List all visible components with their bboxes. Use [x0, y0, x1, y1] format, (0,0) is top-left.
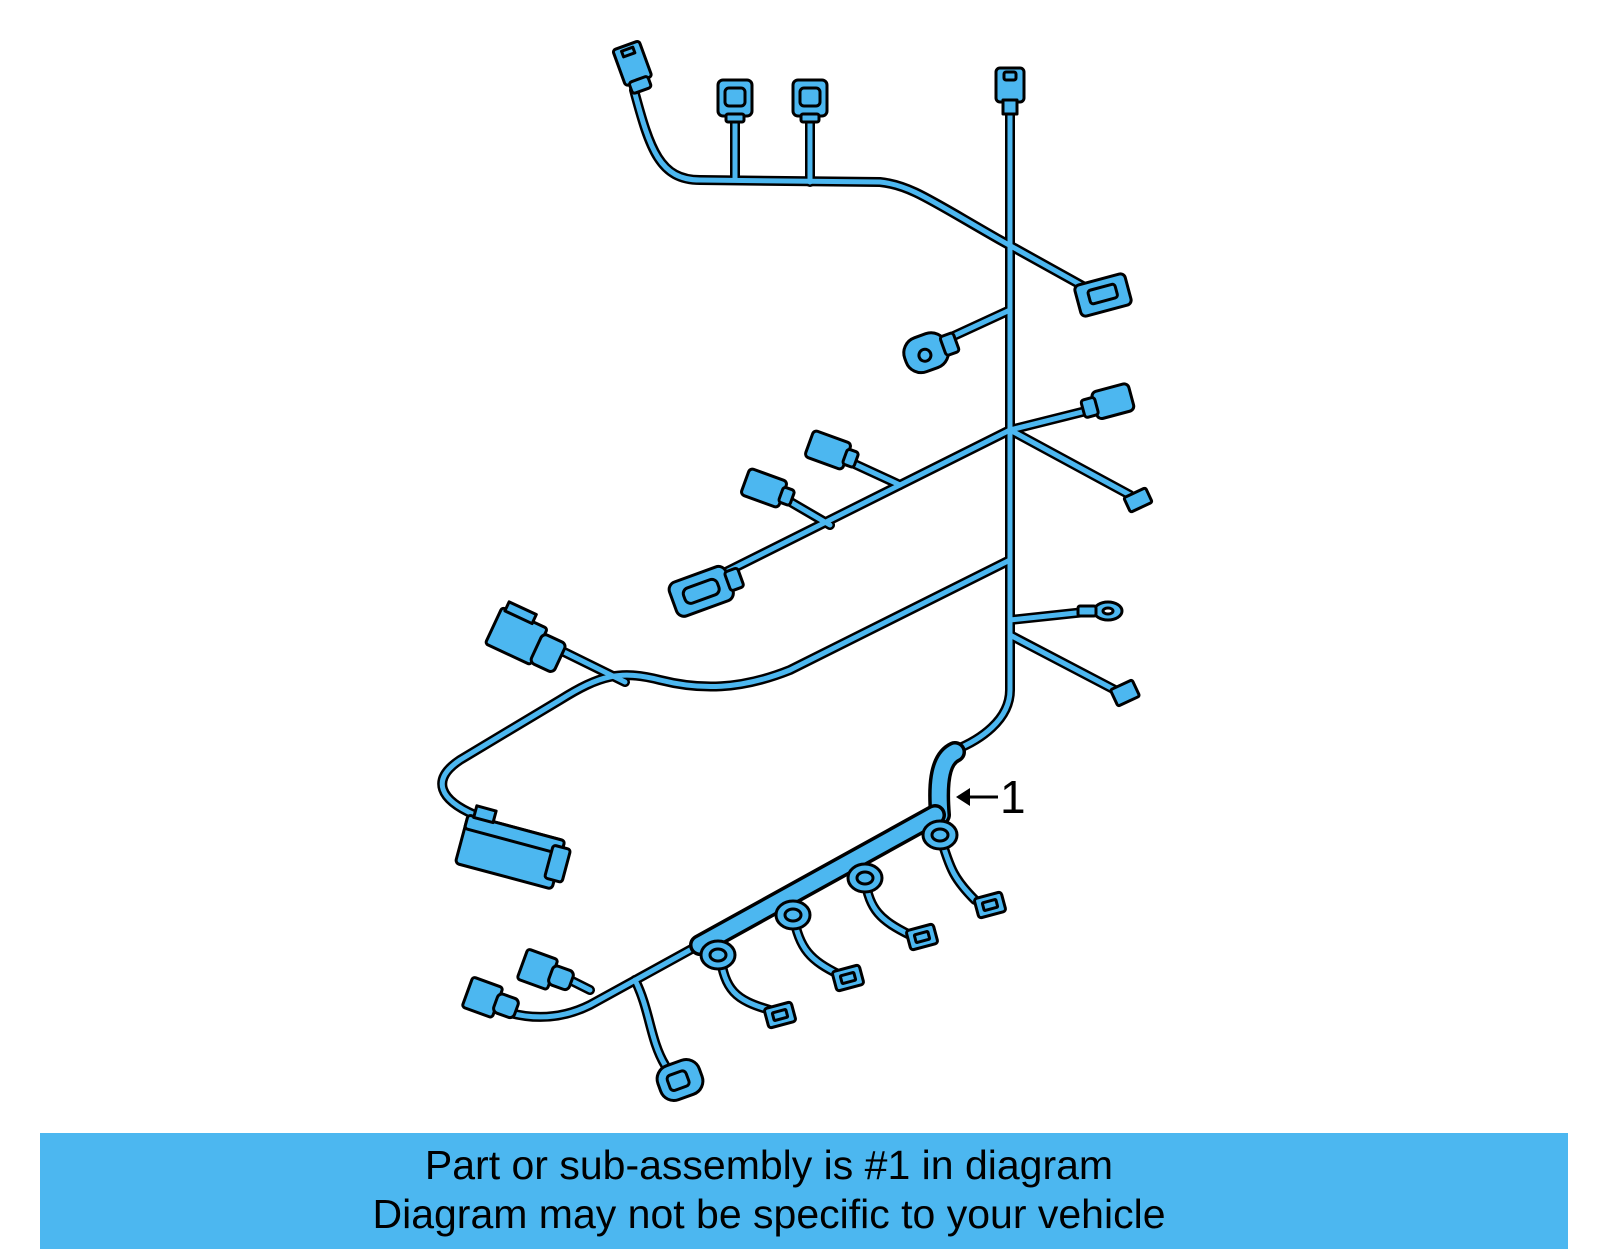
connector-round-left [902, 331, 961, 375]
connector-bottom-round [655, 1058, 705, 1102]
grommet-4 [921, 819, 959, 851]
wiring-harness-diagram: 1 [437, 40, 1154, 1102]
caption-line-1: Part or sub-assembly is #1 in diagram [424, 1142, 1114, 1188]
part-callout-number: 1 [1000, 771, 1026, 823]
connector-top-right [994, 66, 1026, 116]
connector-mid-1 [804, 429, 860, 471]
connector-mid-2 [740, 467, 796, 509]
connector-top-left [611, 40, 653, 95]
connector-mid-3 [667, 564, 745, 618]
injector-connector-3 [904, 922, 940, 952]
grommet-3 [846, 862, 884, 894]
connector-bottom-left-2 [461, 976, 520, 1020]
connector-bottom-left-1 [516, 948, 575, 992]
injector-connector-4 [972, 890, 1008, 920]
grommet-1 [699, 939, 737, 971]
connector-top-3 [791, 78, 829, 124]
ecu-module-connector [454, 804, 572, 890]
caption-line-2: Diagram may not be specific to your vehi… [372, 1191, 1166, 1237]
grommet-2 [774, 899, 812, 931]
connector-large-left [484, 600, 567, 673]
connector-right-1 [1073, 272, 1133, 318]
connector-right-2 [1079, 382, 1136, 421]
connector-right-4 [1109, 678, 1141, 708]
connector-top-2 [716, 78, 754, 124]
ring-terminal [1076, 600, 1124, 622]
part-callout: 1 [956, 771, 1026, 823]
caption-banner: Part or sub-assembly is #1 in diagram Di… [40, 1133, 1568, 1249]
connector-right-3 [1122, 486, 1154, 514]
